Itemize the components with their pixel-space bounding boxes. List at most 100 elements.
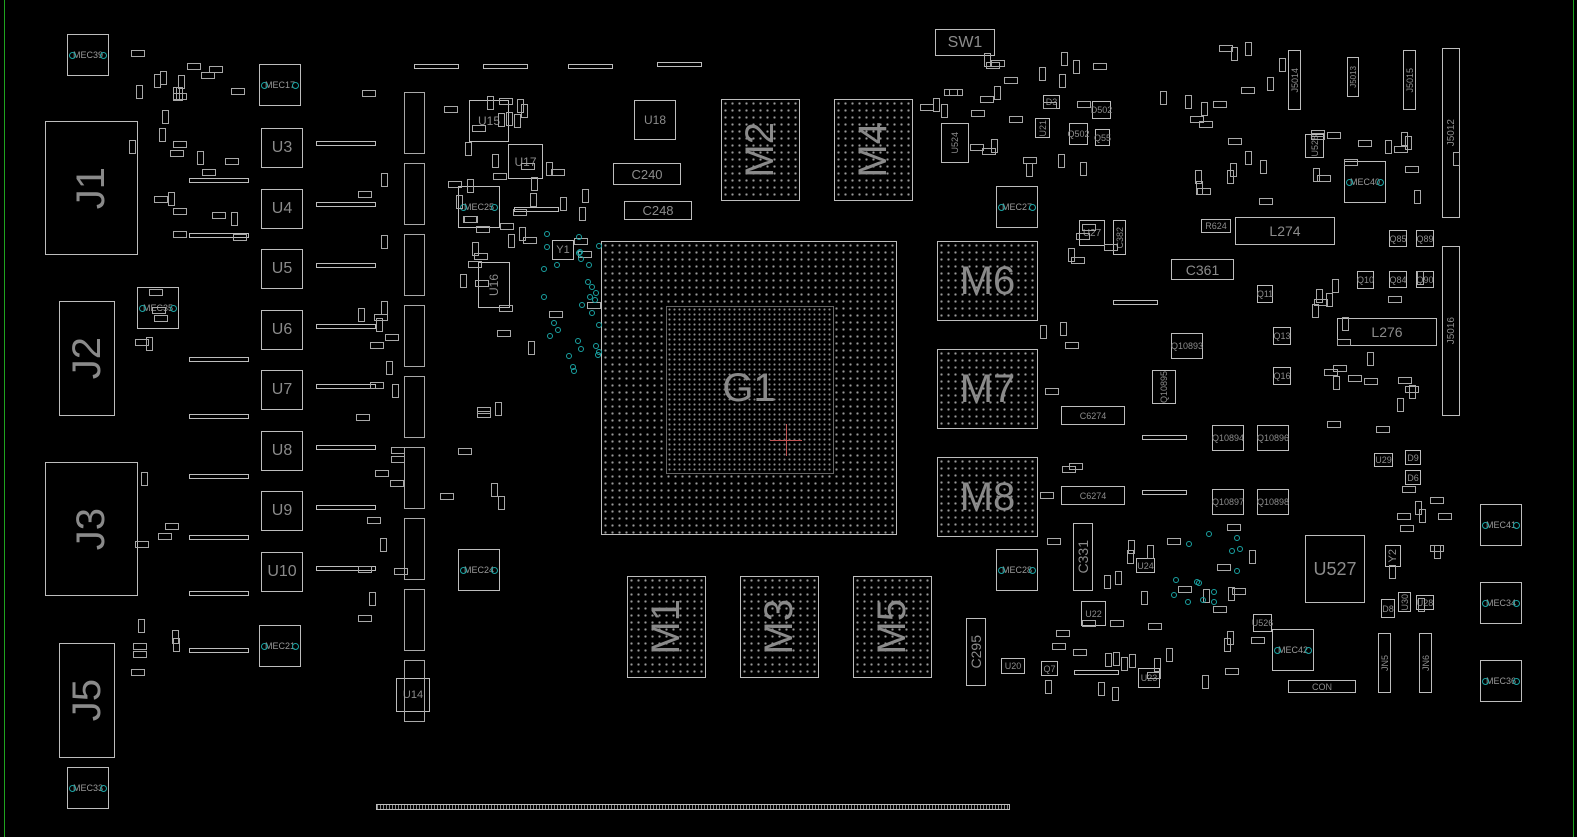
mec39[interactable]: MEC39: [67, 34, 109, 76]
transistor-q11[interactable]: Q11: [1257, 285, 1273, 303]
part-label: Q16: [1273, 371, 1291, 381]
mosfet-q10895[interactable]: Q10895: [1152, 370, 1176, 404]
memory-m5[interactable]: M5: [853, 576, 932, 678]
vrm-u10[interactable]: U10: [261, 552, 303, 592]
ic-u18[interactable]: U18: [634, 100, 676, 140]
memory-m7[interactable]: M7: [937, 349, 1038, 429]
mec21[interactable]: MEC21: [259, 625, 301, 667]
inductor-l276[interactable]: L276: [1337, 318, 1437, 346]
mosfet-q10896[interactable]: Q10896: [1257, 425, 1289, 451]
transistor-q502[interactable]: Q502: [1067, 123, 1090, 145]
mec42[interactable]: MEC42: [1272, 629, 1314, 671]
smd-pad: [391, 456, 405, 463]
diode-d9[interactable]: D9: [1405, 450, 1421, 465]
ic-u29[interactable]: U29: [1374, 453, 1393, 467]
ic-u24[interactable]: U24: [1136, 558, 1155, 573]
ic-u17[interactable]: U17: [508, 144, 543, 179]
memory-m3[interactable]: M3: [740, 576, 819, 678]
ic-u526[interactable]: U526: [1252, 614, 1273, 632]
vrm-u9[interactable]: U9: [261, 491, 303, 531]
mec17[interactable]: MEC17: [259, 64, 301, 106]
ic-u21[interactable]: U21: [1035, 118, 1050, 138]
connector-j5014[interactable]: J5014: [1288, 50, 1301, 110]
mec35[interactable]: MEC35: [137, 287, 179, 329]
cap-c6274-top[interactable]: C6274: [1061, 406, 1125, 425]
transistor-q89[interactable]: Q89: [1416, 230, 1434, 247]
connector-jn5[interactable]: JN5: [1378, 633, 1391, 693]
mec25[interactable]: MEC25: [458, 186, 500, 228]
cap-c331[interactable]: C331: [1073, 523, 1093, 591]
connector-j5[interactable]: J5: [59, 643, 115, 758]
ic-u20[interactable]: U20: [1001, 658, 1025, 674]
vrm-u7[interactable]: U7: [261, 370, 303, 410]
connector-j5013[interactable]: J5013: [1347, 57, 1359, 97]
mosfet-q10897[interactable]: Q10897: [1212, 489, 1244, 515]
diode-d502[interactable]: D502: [1091, 101, 1112, 119]
connector-con[interactable]: CON: [1288, 680, 1356, 693]
connector-j1[interactable]: J1: [45, 121, 138, 255]
mosfet-q10893[interactable]: Q10893: [1171, 333, 1203, 359]
ic-u15[interactable]: U15: [469, 100, 509, 142]
diode-d8[interactable]: D8: [1381, 599, 1395, 618]
mec33[interactable]: MEC33: [67, 767, 109, 809]
cap-c248[interactable]: C248: [624, 201, 692, 220]
connector-j3[interactable]: J3: [45, 462, 138, 596]
ic-u22[interactable]: U22: [1081, 601, 1106, 626]
ic-u28[interactable]: U28: [1416, 595, 1434, 610]
connector-j5016[interactable]: J5016: [1442, 246, 1460, 416]
cap-c240[interactable]: C240: [613, 163, 681, 185]
smd-pad: [1311, 130, 1325, 137]
diode-d6[interactable]: D6: [1405, 470, 1421, 485]
vrm-u5[interactable]: U5: [261, 249, 303, 289]
memory-m6[interactable]: M6: [937, 241, 1038, 321]
memory-m4[interactable]: M4: [834, 99, 913, 201]
part-label: MEC40: [1349, 177, 1380, 187]
vrm-u3[interactable]: U3: [261, 128, 303, 168]
transistor-q7[interactable]: Q7: [1041, 661, 1058, 676]
ic-u30[interactable]: U30: [1398, 592, 1411, 612]
transistor-q16[interactable]: Q16: [1273, 367, 1291, 385]
transistor-q13[interactable]: Q13: [1273, 327, 1291, 345]
memory-m1[interactable]: M1: [627, 576, 706, 678]
inductor-l274[interactable]: L274: [1235, 217, 1335, 245]
transistor-q55[interactable]: Q55: [1094, 129, 1111, 146]
transistor-q10[interactable]: Q10: [1357, 271, 1374, 289]
smd-pad: [472, 125, 486, 132]
ic-u14[interactable]: U14: [396, 678, 430, 712]
vrm-u8[interactable]: U8: [261, 431, 303, 471]
mosfet-q10898[interactable]: Q10898: [1257, 489, 1289, 515]
connector-j5015[interactable]: J5015: [1403, 50, 1416, 110]
memory-m8[interactable]: M8: [937, 457, 1038, 537]
ic-u16[interactable]: U16: [478, 262, 510, 308]
cap-c6274-bottom[interactable]: C6274: [1061, 486, 1125, 505]
crystal-y1[interactable]: Y1: [552, 240, 574, 260]
transistor-q90[interactable]: Q90: [1416, 271, 1434, 288]
transistor-q84[interactable]: Q84: [1389, 271, 1407, 288]
smd-pad: [1128, 540, 1135, 554]
mec28[interactable]: MEC28: [996, 549, 1038, 591]
mec40[interactable]: MEC40: [1344, 161, 1386, 203]
vrm-u4[interactable]: U4: [261, 189, 303, 229]
connector-j2[interactable]: J2: [59, 301, 115, 416]
cap-c382[interactable]: C382: [1113, 220, 1126, 255]
mosfet-q10894[interactable]: Q10894: [1212, 425, 1244, 451]
resistor-r624[interactable]: R624: [1201, 219, 1231, 233]
ic-u528[interactable]: U528: [1305, 134, 1324, 158]
mec34[interactable]: MEC34: [1480, 582, 1522, 624]
transistor-q85[interactable]: Q85: [1389, 230, 1407, 247]
memory-m2[interactable]: M2: [721, 99, 800, 201]
mec27[interactable]: MEC27: [996, 186, 1038, 228]
cap-c361[interactable]: C361: [1171, 259, 1234, 280]
ic-u527[interactable]: U527: [1305, 535, 1365, 603]
mec36[interactable]: MEC36: [1480, 660, 1522, 702]
vrm-u6[interactable]: U6: [261, 310, 303, 350]
connector-j5012[interactable]: J5012: [1442, 48, 1460, 218]
cap-c295[interactable]: C295: [966, 618, 986, 686]
switch-sw1[interactable]: SW1: [935, 29, 995, 56]
connector-jn6[interactable]: JN6: [1419, 633, 1432, 693]
ic-u524[interactable]: U524: [941, 123, 969, 163]
mec24[interactable]: MEC24: [458, 549, 500, 591]
mec41[interactable]: MEC41: [1480, 504, 1522, 546]
crystal-y2[interactable]: Y2: [1385, 545, 1401, 567]
gpu-g1[interactable]: G1: [601, 241, 897, 535]
